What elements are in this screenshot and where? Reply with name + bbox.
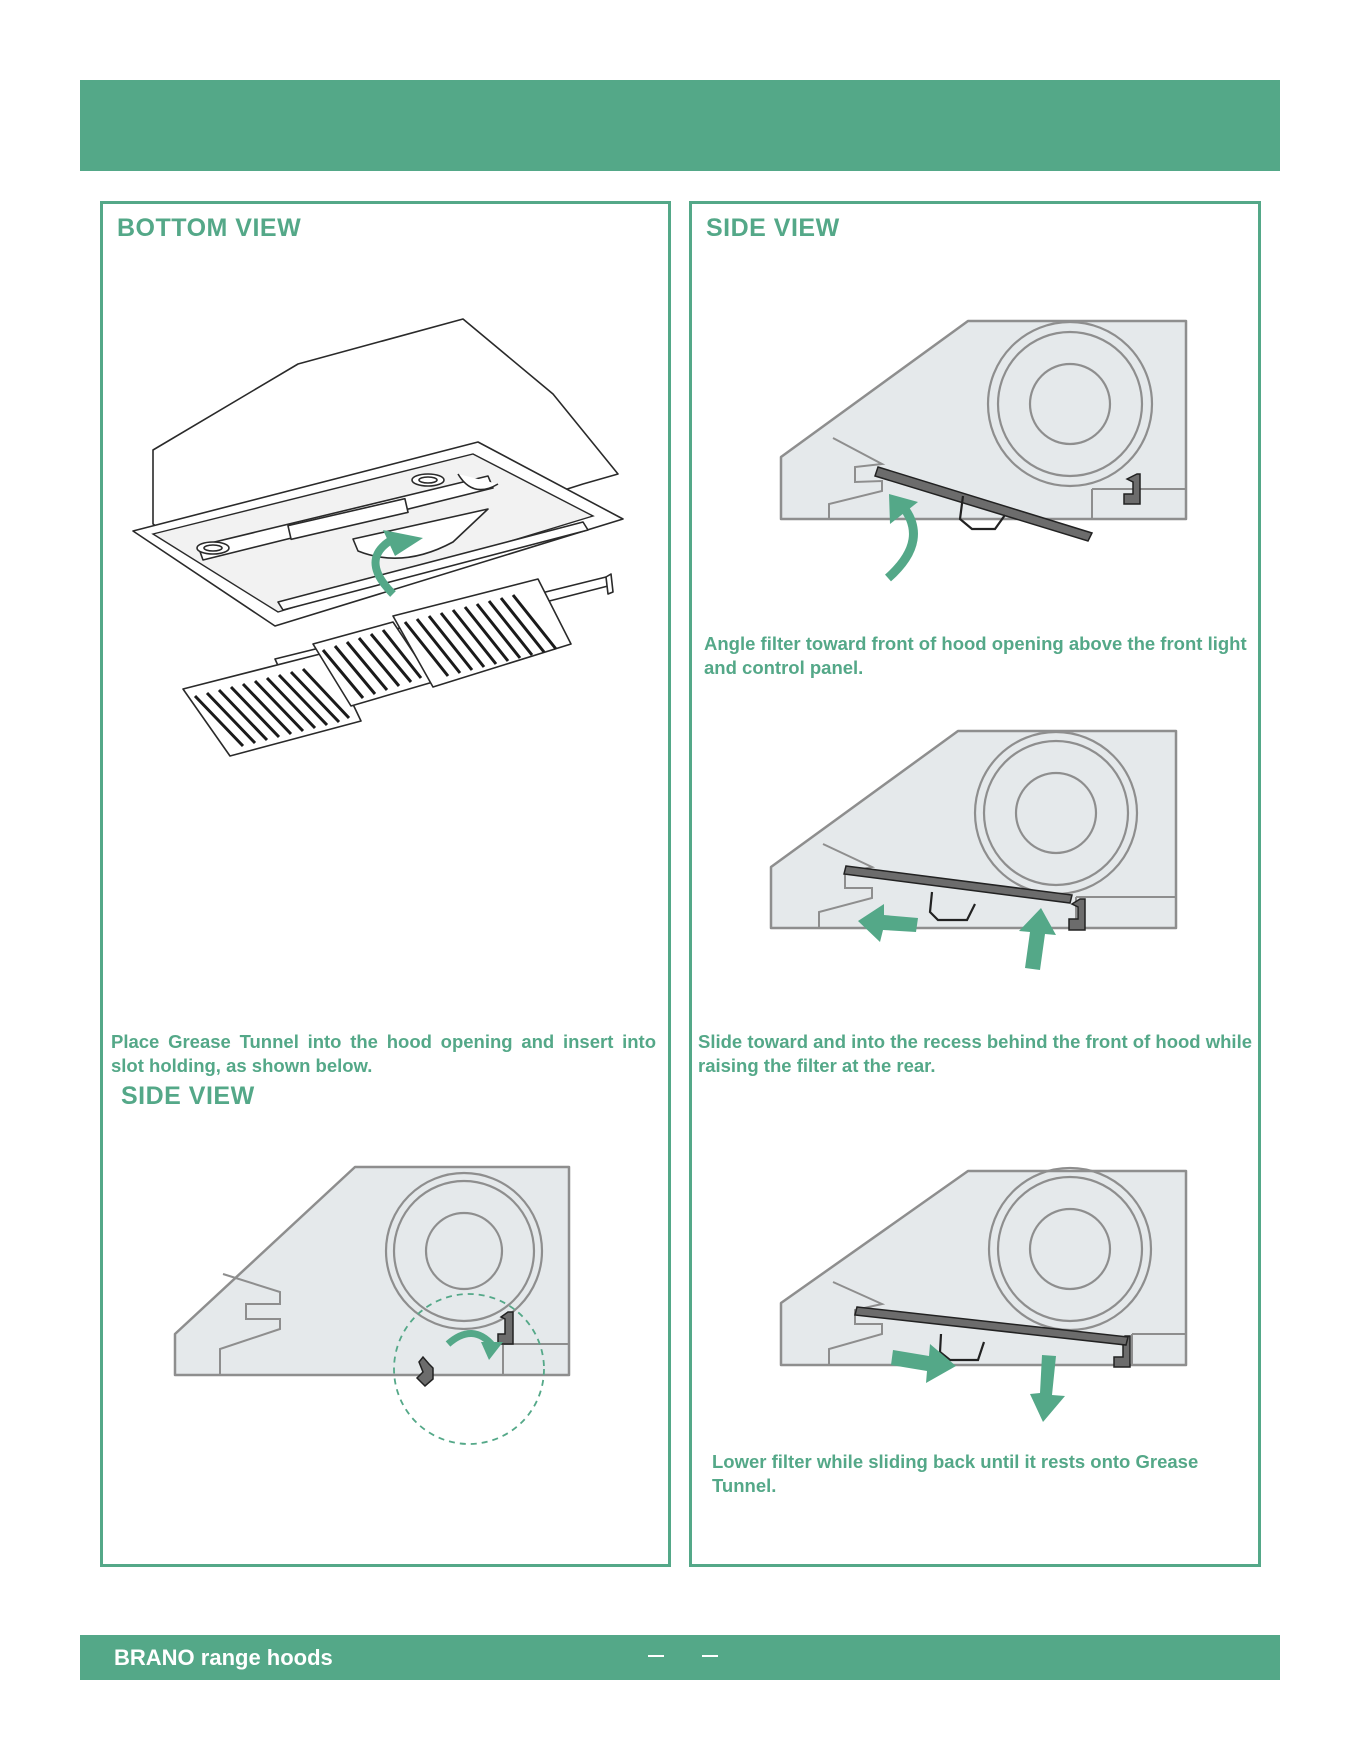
step1-caption: Angle filter toward front of hood openin… bbox=[704, 633, 1247, 678]
bottom-view-heading: BOTTOM VIEW bbox=[117, 214, 302, 242]
step2-diagram bbox=[769, 729, 1178, 970]
side-view-panel: SIDE VIEW Angle filter toward front of h… bbox=[689, 201, 1261, 1567]
left-side-view-heading: SIDE VIEW bbox=[121, 1082, 255, 1110]
left-side-view-diagram bbox=[173, 1165, 571, 1445]
step3-diagram bbox=[779, 1166, 1188, 1422]
header-band bbox=[80, 80, 1280, 171]
footer-dash bbox=[702, 1655, 718, 1657]
bottom-view-panel: BOTTOM VIEW bbox=[100, 201, 671, 1567]
footer-dash bbox=[648, 1655, 664, 1657]
right-side-view-heading: SIDE VIEW bbox=[706, 214, 840, 242]
step2-caption: Slide toward and into the recess behind … bbox=[698, 1031, 1252, 1076]
bottom-view-illustration bbox=[132, 318, 624, 757]
footer-band: BRANO range hoods bbox=[80, 1635, 1280, 1680]
footer-brand: BRANO range hoods bbox=[114, 1645, 333, 1670]
step3-caption: Lower filter while sliding back until it… bbox=[712, 1451, 1199, 1496]
step1-diagram bbox=[779, 319, 1188, 582]
grease-tunnel-caption: Place Grease Tunnel into the hood openin… bbox=[111, 1031, 656, 1076]
